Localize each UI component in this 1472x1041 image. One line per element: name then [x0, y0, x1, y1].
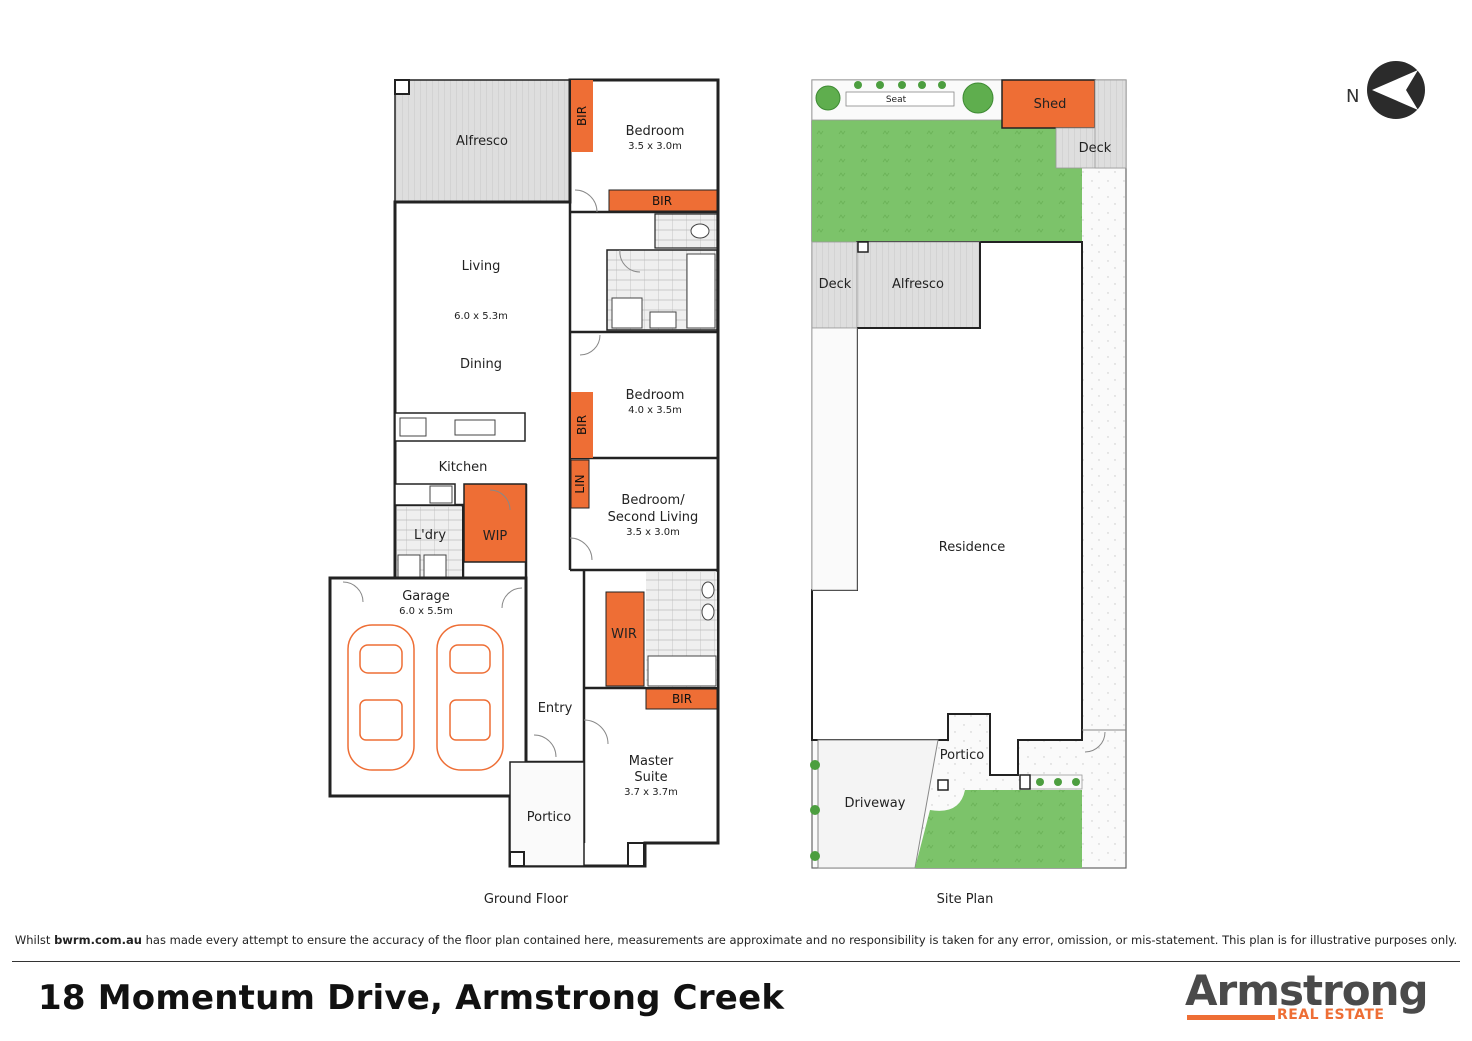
wir-master [605, 591, 645, 687]
disclaimer-text: Whilst bwrm.com.au has made every attemp… [14, 933, 1458, 947]
room-dim-bedroom-2: 4.0 x 3.5m [628, 405, 682, 416]
room-label-bedroom-3-line2: Second Living [608, 510, 699, 525]
toilet-icon [690, 223, 710, 239]
seat-bench [845, 91, 955, 107]
bir-bed1-side [571, 80, 593, 152]
site-label-residence: Residence [939, 540, 1005, 555]
bir-bed2 [571, 392, 593, 458]
bir-bed1 [608, 189, 718, 212]
room-label-portico: Portico [527, 810, 572, 825]
site-label-shed: Shed [1034, 97, 1067, 112]
front-lawn [915, 790, 1082, 868]
bir-label: BIR [575, 415, 589, 435]
room-label-alfresco: Alfresco [456, 134, 508, 149]
room-dim-master: 3.7 x 3.7m [624, 787, 678, 798]
garage-area [328, 576, 528, 798]
lin-label: LIN [573, 474, 587, 493]
bir-label: BIR [575, 106, 589, 126]
site-label-deck-rear: Deck [1079, 141, 1112, 156]
bir-label: BIR [672, 692, 692, 706]
wip-pantry [463, 483, 527, 563]
shrub-icon [815, 85, 841, 111]
alfresco-area [394, 79, 571, 203]
car-icon [436, 624, 504, 771]
room-label-living: Living [462, 259, 501, 274]
room-label-kitchen: Kitchen [439, 460, 488, 475]
portico-area [509, 761, 585, 867]
room-label-laundry: L'dry [414, 528, 446, 543]
plant-icon [854, 81, 946, 89]
site-label-driveway: Driveway [845, 796, 906, 811]
room-dim-living: 6.0 x 5.3m [454, 311, 508, 322]
brand-logo: Armstrong REAL ESTATE [1185, 966, 1429, 1028]
north-arrow-icon [1367, 61, 1425, 119]
caption-ground-floor: Ground Floor [484, 892, 569, 907]
bir-label: BIR [652, 194, 672, 208]
site-label-alfresco: Alfresco [892, 277, 944, 292]
logo-wordmark: Armstrong [1185, 966, 1429, 1015]
site-plan-labels: Seat Shed Deck Deck Alfresco Residence P… [819, 95, 1112, 907]
shrub-icon [962, 82, 994, 114]
ground-floor-labels: Alfresco Living 6.0 x 5.3m Dining Kitche… [399, 106, 698, 907]
site-label-portico: Portico [940, 748, 985, 763]
room-dim-garage: 6.0 x 5.5m [399, 606, 453, 617]
plant-icon [810, 760, 1080, 861]
site-label-seat: Seat [886, 95, 907, 105]
sink-icon [399, 417, 427, 437]
back-lawn [812, 120, 1082, 242]
lin-cupboard [570, 459, 590, 509]
logo-subtitle: REAL ESTATE [1277, 1007, 1385, 1023]
site-label-deck-side: Deck [819, 277, 852, 292]
ground-floor-plan [328, 78, 720, 868]
room-label-bedroom-3: Bedroom/ [621, 493, 685, 508]
bathtub-icon [686, 253, 716, 329]
room-label-entry: Entry [538, 701, 573, 716]
divider [12, 961, 1460, 962]
cooktop-icon [429, 485, 453, 504]
room-label-master: Master [629, 754, 674, 769]
room-label-master-line2: Suite [634, 770, 667, 785]
property-address: 18 Momentum Drive, Armstrong Creek [38, 978, 785, 1018]
room-dim-bedroom-1: 3.5 x 3.0m [628, 141, 682, 152]
door-swing [342, 189, 641, 758]
caption-site-plan: Site Plan [937, 892, 994, 907]
disclaimer-site-link: bwrm.com.au [54, 933, 142, 947]
room-label-wip: WIP [483, 529, 508, 544]
site-plan [810, 79, 1127, 869]
room-label-garage: Garage [402, 589, 450, 604]
room-label-bedroom-1: Bedroom [626, 124, 685, 139]
room-dim-bedroom-3: 3.5 x 3.0m [626, 527, 680, 538]
room-label-dining: Dining [460, 357, 502, 372]
room-label-bedroom-2: Bedroom [626, 388, 685, 403]
north-label: N [1346, 86, 1360, 107]
bir-master [645, 688, 718, 710]
shed [1001, 79, 1096, 129]
wir-label: WIR [611, 627, 637, 642]
car-icon [347, 624, 415, 771]
logo-accent-bar [1187, 1015, 1275, 1020]
deck-side [811, 241, 858, 329]
